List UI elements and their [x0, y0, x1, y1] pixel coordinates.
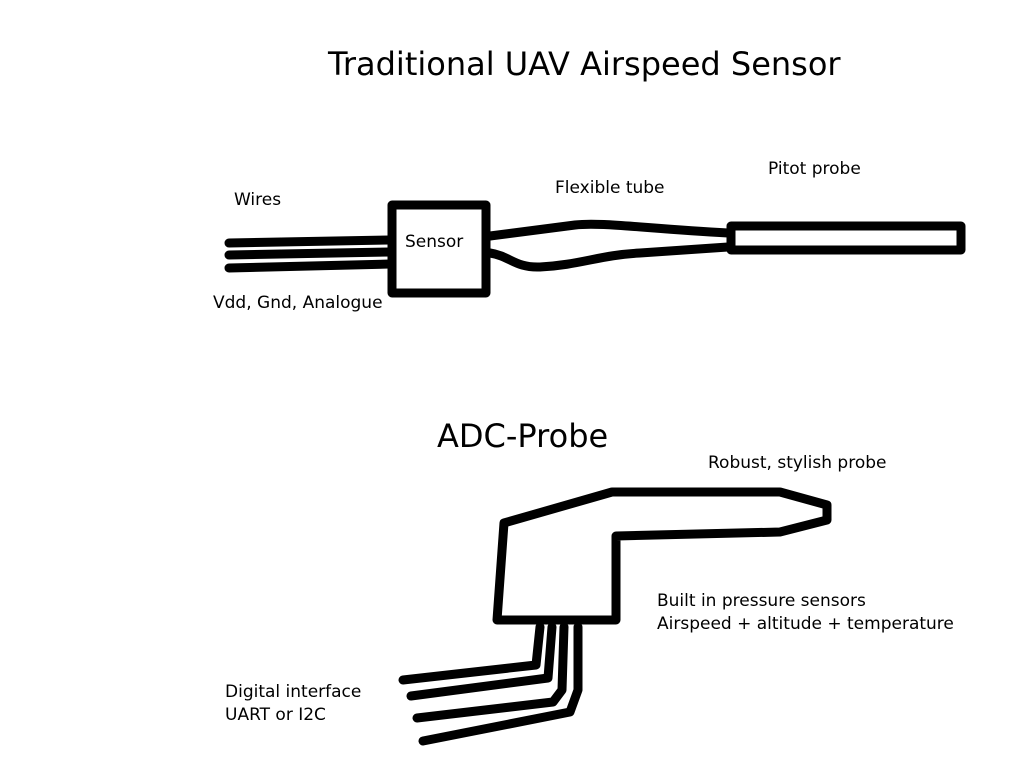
interface-label-line2: UART or I2C	[225, 705, 326, 725]
sensors-label-line2: Airspeed + altitude + temperature	[657, 614, 954, 634]
wire-2	[406, 622, 557, 701]
wire-gnd	[224, 247, 395, 260]
wire-4	[418, 622, 583, 746]
adc-probe-body	[492, 487, 832, 625]
wires-label: Wires	[234, 190, 281, 210]
adc-probe-title: ADC-Probe	[437, 417, 608, 455]
wire-vdd	[224, 235, 395, 248]
analogue-wires	[224, 235, 395, 273]
digital-wires	[398, 622, 583, 746]
flexible-tube	[485, 219, 733, 272]
sensor-label: Sensor	[405, 232, 463, 252]
sensors-label-line1: Built in pressure sensors	[657, 591, 866, 611]
wire-1	[398, 622, 545, 685]
interface-label-line1: Digital interface	[225, 682, 361, 702]
sensor-box	[387, 200, 491, 298]
traditional-title: Traditional UAV Airspeed Sensor	[327, 45, 841, 83]
flexible-tube-label: Flexible tube	[555, 178, 665, 198]
wire-signals-label: Vdd, Gnd, Analogue	[213, 293, 383, 313]
pitot-probe	[726, 221, 966, 255]
probe-label: Robust, stylish probe	[708, 453, 886, 473]
wire-3	[412, 622, 569, 723]
pitot-probe-label: Pitot probe	[768, 159, 861, 179]
tube-upper-edge	[485, 219, 733, 241]
wire-analogue	[224, 259, 395, 273]
tube-lower-edge	[485, 242, 733, 272]
